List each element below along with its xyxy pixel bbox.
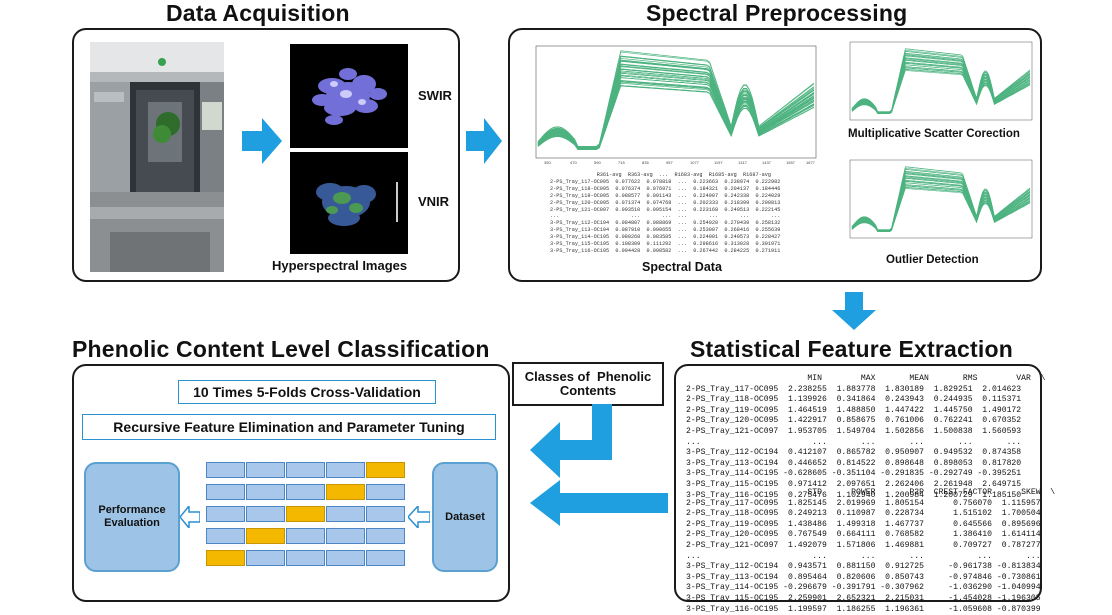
cv-label-box: 10 Times 5-Folds Cross-Validation [178,380,436,404]
fold-cell-train [286,550,325,566]
rfe-label: Recursive Feature Elimination and Parame… [113,419,465,435]
spectrum-line [537,59,815,148]
folds-to-evaluation-arrow [180,506,200,528]
feature-extraction-panel: MIN MAX MEAN RMS VAR \ 2-PS_Tray_117-OC0… [674,364,1055,614]
fold-cell-test [206,550,245,566]
hyperspectral-images-caption: Hyperspectral Images [272,258,408,273]
svg-text:350: 350 [544,160,551,165]
spectrum-line [537,50,815,147]
fold-cell-test [326,484,365,500]
data-acquisition-panel: SWIR VNIR Hyperspectral Images [72,28,460,282]
fold-cell-train [286,484,325,500]
svg-text:1557: 1557 [786,160,796,165]
svg-text:1077: 1077 [690,160,700,165]
fold-cell-train [246,484,285,500]
svg-text:1197: 1197 [714,160,723,165]
outlier-spectra-plot [849,159,1033,239]
fold-cell-train [326,528,365,544]
stats-table-bottom: STD POWER P2P CREST FACTOR SKEW \ 2-PS_T… [686,488,1056,614]
fold-cell-train [246,506,285,522]
spectral-preprocessing-panel: 350 470 590 715 835 957 1077 1197 1317 1437 155… [508,28,1042,282]
fold-cell-test [246,528,285,544]
spectrum-line [851,51,1031,113]
fold-cell-train [206,462,245,478]
svg-text:1317: 1317 [738,160,748,165]
svg-text:715: 715 [618,160,625,165]
cross-validation-fold-grid [206,462,406,574]
spectral-preprocessing-title: Spectral Preprocessing [646,0,908,26]
vnir-image [290,152,408,254]
fold-cell-train [326,550,365,566]
fold-cell-train [366,528,405,544]
svg-text:835: 835 [642,160,649,165]
classification-panel: 10 Times 5-Folds Cross-Validation Recurs… [72,364,510,602]
spectral-data-table: R361-avg R363-avg ... R1683-avg R1685-av… [550,172,781,254]
classes-label-box: Classes of Phenolic Contents [512,362,664,406]
acquisition-to-preprocessing-arrow [466,118,502,164]
svg-text:590: 590 [594,160,601,165]
lab-system-photo [90,42,224,272]
fold-cell-train [366,484,405,500]
fold-cell-train [286,462,325,478]
spectrum-line [851,169,1031,231]
classification-title: Phenolic Content Level Classification [72,336,490,362]
extraction-to-classification-arrow [530,480,668,526]
fold-cell-train [206,528,245,544]
performance-evaluation-box: Performance Evaluation [84,462,180,572]
fold-cell-train [246,462,285,478]
performance-evaluation-label: Performance Evaluation [98,504,166,529]
classes-label: Classes of Phenolic Contents [524,369,652,398]
raw-spectra-plot: 350 470 590 715 835 957 1077 1197 1317 1437 155… [535,45,817,165]
spectrum-line [537,55,815,148]
preprocessing-to-extraction-arrow [832,292,876,330]
swir-image [290,44,408,148]
svg-text:1677: 1677 [806,160,816,165]
spectral-data-caption: Spectral Data [642,260,722,274]
fold-cell-train [366,550,405,566]
vnir-label: VNIR [418,194,450,209]
spectrum-line [537,64,815,149]
rfe-label-box: Recursive Feature Elimination and Parame… [82,414,496,440]
fold-cell-train [326,506,365,522]
fold-cell-train [206,506,245,522]
swir-label: SWIR [418,88,452,103]
msc-spectra-plot [849,41,1033,121]
cv-label: 10 Times 5-Folds Cross-Validation [193,384,421,400]
dataset-box: Dataset [432,462,498,572]
feature-extraction-title: Statistical Feature Extraction [690,336,1013,362]
fold-cell-train [326,462,365,478]
fold-cell-train [246,550,285,566]
svg-text:957: 957 [666,160,673,165]
outlier-detection-caption: Outlier Detection [886,254,979,266]
fold-cell-train [206,484,245,500]
dataset-to-folds-arrow [408,506,430,528]
dataset-label: Dataset [445,511,485,523]
svg-text:470: 470 [570,160,577,165]
classes-elbow-arrow [530,404,612,478]
fold-cell-train [286,528,325,544]
fold-cell-test [366,462,405,478]
svg-text:1437: 1437 [762,160,772,165]
data-acquisition-title: Data Acquisition [166,0,350,26]
acquisition-internal-arrow [242,118,282,164]
fold-cell-train [366,506,405,522]
stats-table-top: MIN MAX MEAN RMS VAR \ 2-PS_Tray_117-OC0… [686,374,1046,500]
msc-caption: Multiplicative Scatter Corection [848,128,1020,140]
fold-cell-test [286,506,325,522]
